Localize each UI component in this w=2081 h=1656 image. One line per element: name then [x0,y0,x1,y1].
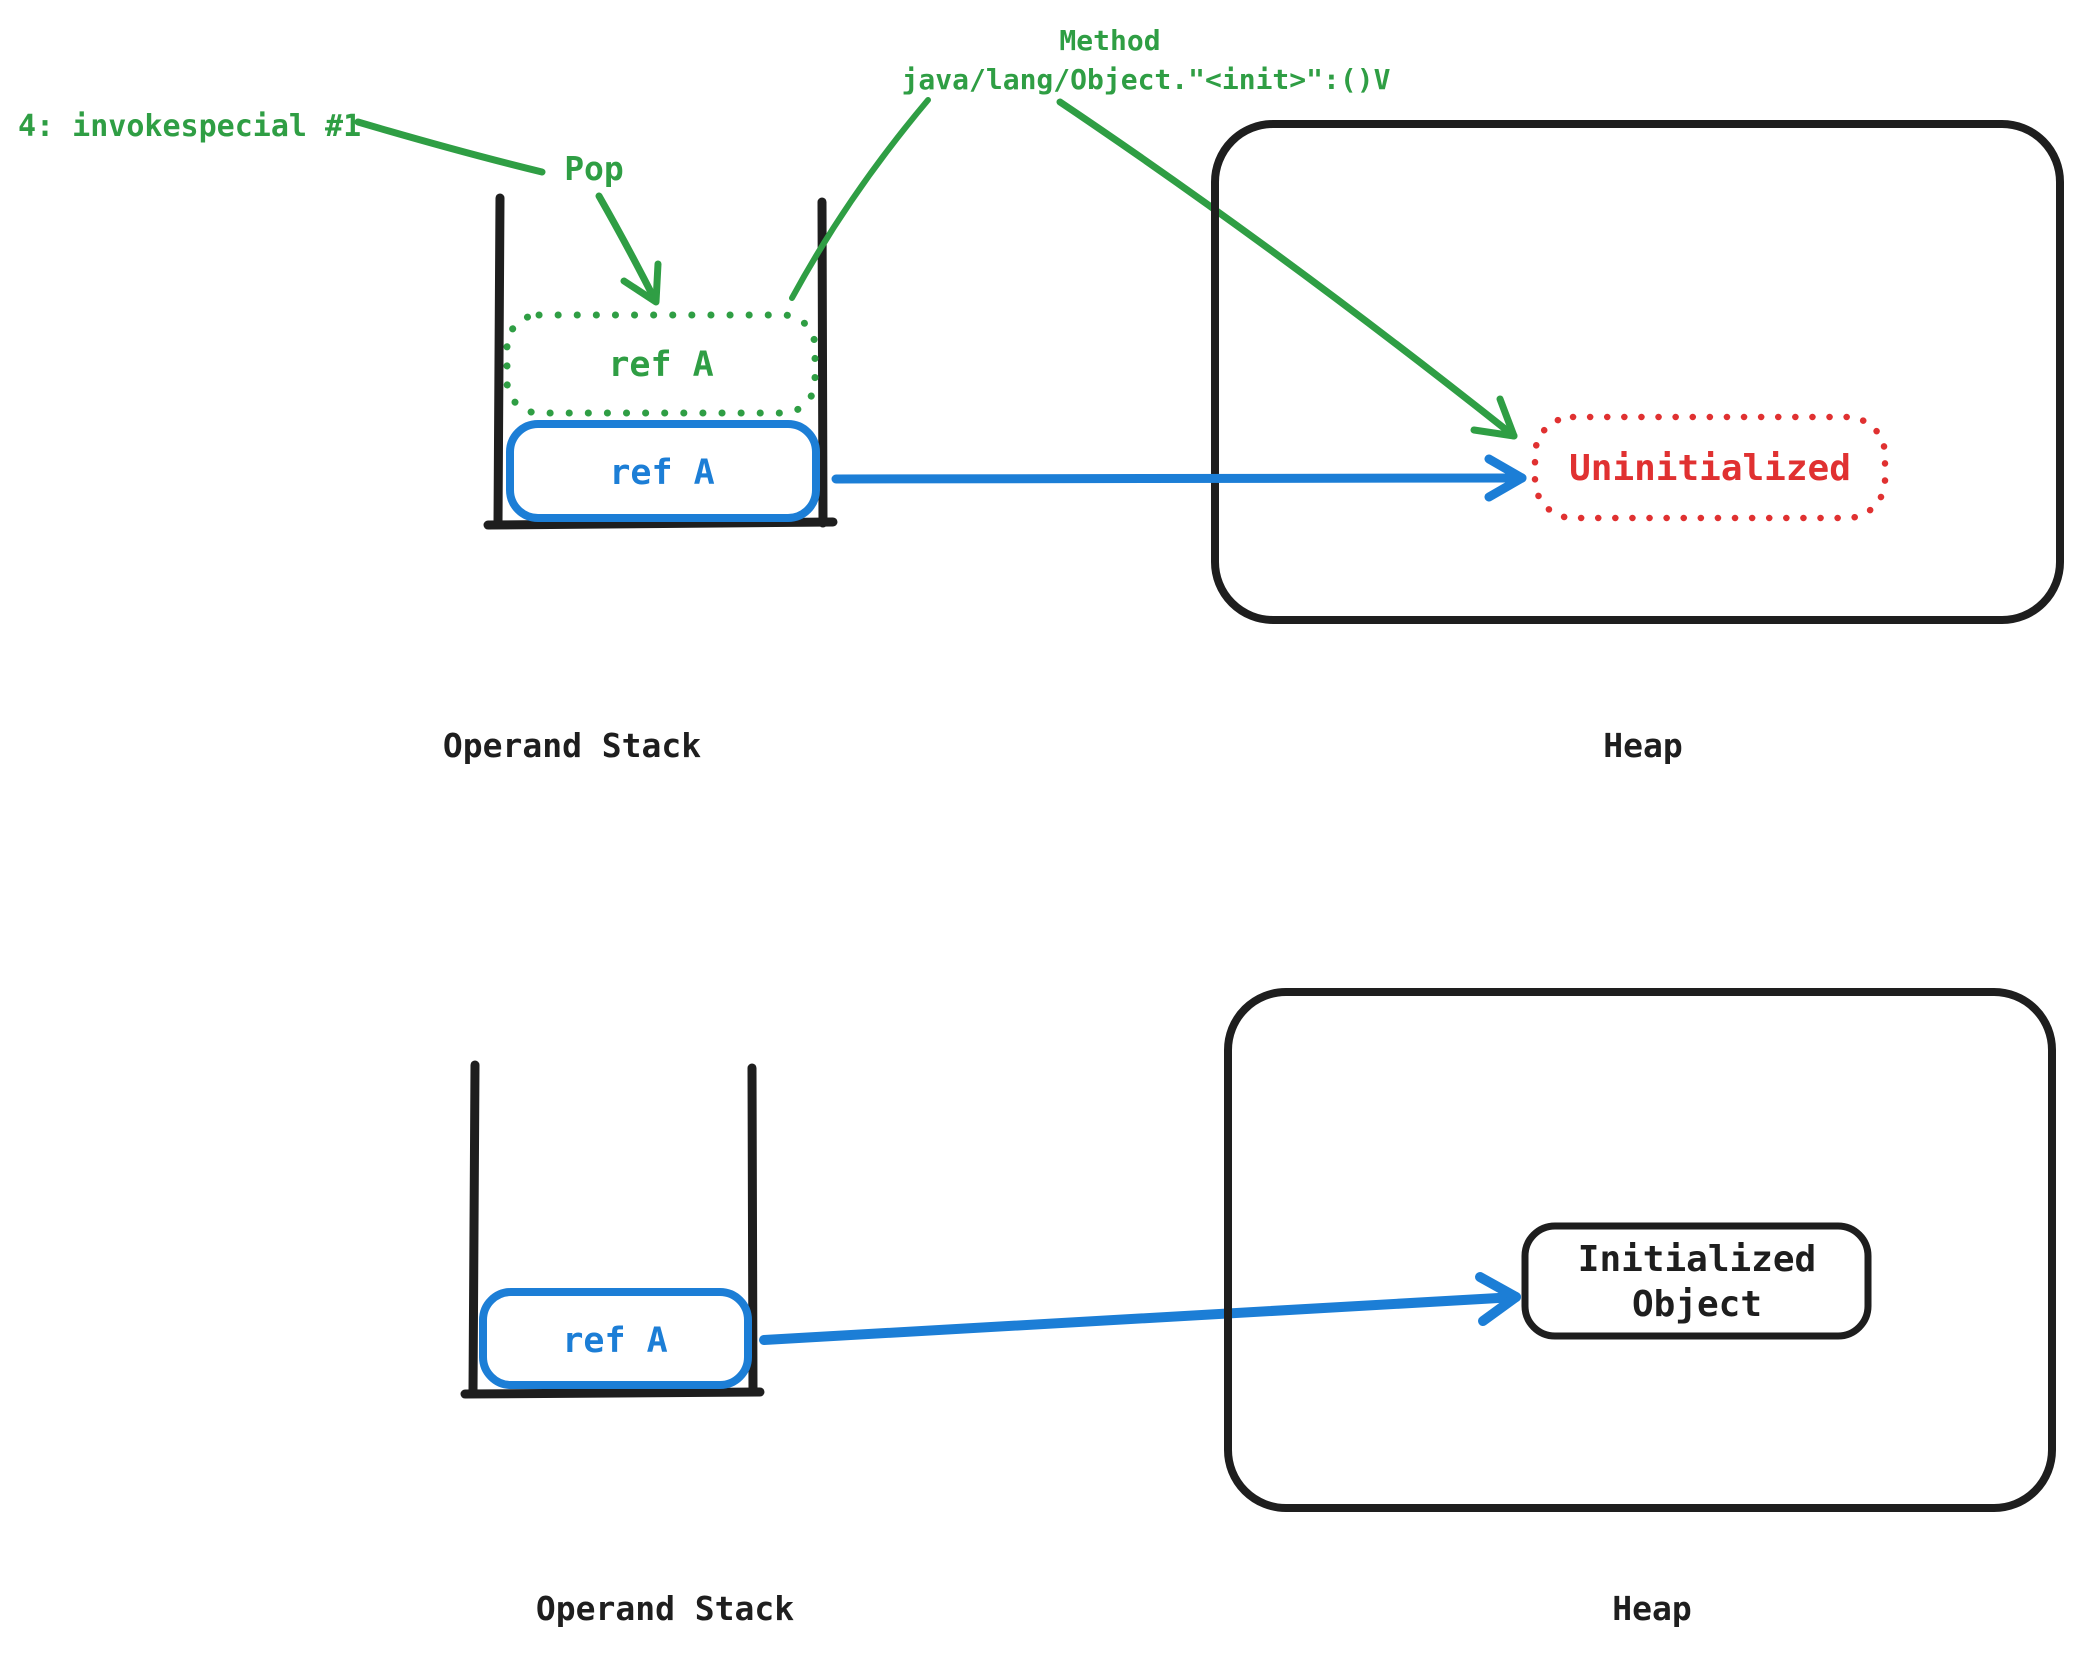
pop-label: Pop [564,149,624,188]
top-heap-box [1211,120,2064,624]
method-to-heap-arrow-shaft [1056,98,1518,440]
instruction-text: 4: invokespecial #1 [18,109,361,144]
method-signature: java/lang/Object."<init>":()V [902,63,1391,96]
top-operand-stack: ref A ref A [483,193,838,530]
popped-slot-label: ref A [608,345,713,385]
bottom-heap-box [1224,988,2056,1512]
pop-arrow [595,192,662,306]
bottom-heap: Initialized Object [1224,988,2056,1512]
bottom-stack-left-wall [468,1060,480,1397]
top-ref-arrowhead [1484,454,1527,502]
method-to-heap-arrowhead [1470,395,1518,440]
top-ref-arrow [831,454,1527,502]
uninitialized-object-label: Uninitialized [1569,448,1851,489]
top-stack-left-wall [493,193,505,528]
pop-arrow-shaft [595,192,659,304]
uninitialized-object-box [1531,413,1889,522]
method-title: Method [1059,24,1160,57]
top-ref-arrow-shaft [831,473,1527,484]
bottom-stack-bottom [460,1387,765,1399]
top-stack-caption: Operand Stack [443,726,701,765]
bottom-ref-arrowhead [1475,1272,1521,1326]
initialized-object-box [1521,1222,1872,1340]
bottom-operand-stack: ref A [460,1060,765,1399]
method-to-heap-arrow [1056,98,1518,440]
pop-arrowhead [620,260,662,306]
bottom-ref-slot-label: ref A [562,1321,667,1361]
top-stack-right-wall [817,197,828,528]
top-ref-slot-box [506,420,820,522]
top-heap: Uninitialized [1211,120,2064,624]
bottom-stack-caption: Operand Stack [536,1589,794,1628]
bottom-ref-arrow-shaft [759,1292,1521,1345]
bottom-ref-slot-box [479,1288,752,1389]
top-ref-slot-label: ref A [609,453,714,493]
bottom-heap-caption: Heap [1612,1589,1691,1628]
popped-slot-box [503,311,819,417]
bottom-stack-right-wall [747,1063,758,1397]
initialized-object-label-line2: Object [1632,1284,1762,1325]
instruction-pop-connector [354,118,546,176]
initialized-object-label-line1: Initialized [1578,1239,1816,1280]
bottom-ref-arrow [759,1272,1521,1345]
top-heap-caption: Heap [1603,726,1682,765]
top-stack-bottom [483,517,838,530]
method-to-stack-line [789,97,931,301]
